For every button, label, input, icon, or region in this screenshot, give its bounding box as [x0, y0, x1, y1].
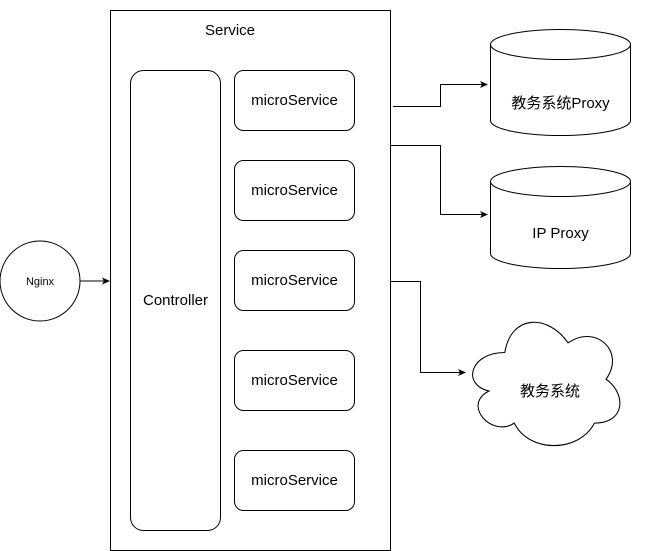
nginx-label: Nginx [26, 276, 55, 288]
microservice-label: microService [251, 372, 338, 389]
jiaowu-proxy-label: 教务系统Proxy [511, 95, 610, 112]
microservice-label: microService [251, 182, 338, 199]
service-to-jiaowu-system-arrow [390, 281, 466, 376]
service-title: Service [205, 22, 255, 39]
microservice-node[interactable]: microService [234, 450, 355, 511]
ip-proxy-database[interactable]: IP Proxy [490, 166, 631, 269]
jiaowu-system-label: 教务系统 [520, 383, 580, 400]
microservice-node[interactable]: microService [234, 70, 355, 131]
microservice-node[interactable]: microService [234, 350, 355, 411]
jiaowu-system-cloud[interactable]: 教务系统 [472, 321, 621, 446]
ip-proxy-label: IP Proxy [532, 225, 589, 242]
jiaowu-proxy-database[interactable]: 教务系统Proxy [490, 29, 631, 136]
service-to-jiaowu-proxy-arrow [393, 81, 488, 107]
controller-node[interactable]: Controller [130, 70, 221, 531]
microservice-node[interactable]: microService [234, 160, 355, 221]
microservice-node[interactable]: microService [234, 250, 355, 311]
controller-label: Controller [143, 292, 208, 309]
microservice-label: microService [251, 92, 338, 109]
service-to-ip-proxy-arrow [390, 145, 488, 218]
nginx-node[interactable]: Nginx [0, 240, 81, 322]
microservice-label: microService [251, 272, 338, 289]
microservice-label: microService [251, 472, 338, 489]
